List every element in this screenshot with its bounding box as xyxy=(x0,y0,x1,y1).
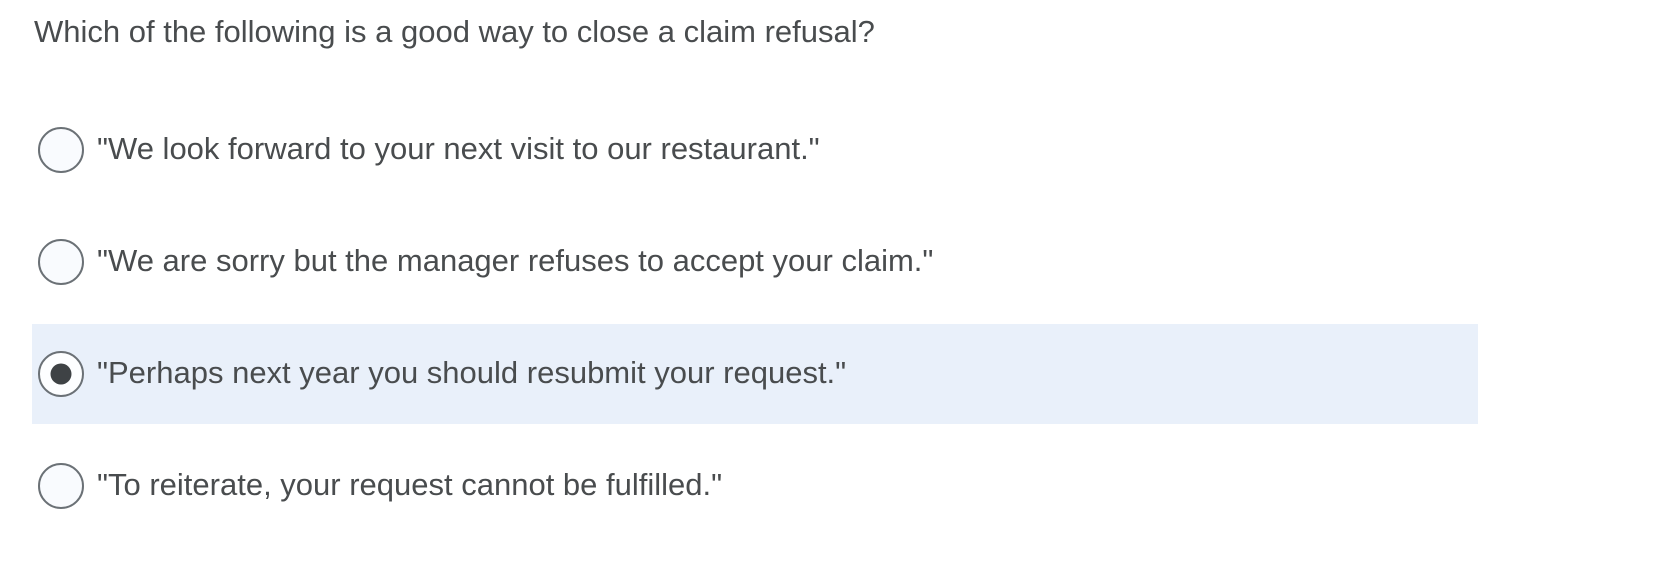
radio-button[interactable] xyxy=(38,350,84,397)
option-row[interactable]: "Perhaps next year you should resubmit y… xyxy=(32,323,1478,424)
option-label: "We are sorry but the manager refuses to… xyxy=(97,243,934,279)
radio-button[interactable] xyxy=(38,238,84,285)
question-text: Which of the following is a good way to … xyxy=(34,14,875,49)
options-list: "We look forward to your next visit to o… xyxy=(32,100,1478,536)
option-row[interactable]: "We look forward to your next visit to o… xyxy=(32,100,1478,200)
option-label: "We look forward to your next visit to o… xyxy=(97,131,820,167)
option-row[interactable]: "To reiterate, your request cannot be fu… xyxy=(32,436,1478,536)
radio-button[interactable] xyxy=(38,462,84,509)
option-row[interactable]: "We are sorry but the manager refuses to… xyxy=(32,212,1478,312)
option-label: "To reiterate, your request cannot be fu… xyxy=(97,467,723,503)
radio-button[interactable] xyxy=(38,126,84,173)
option-label: "Perhaps next year you should resubmit y… xyxy=(97,355,847,391)
